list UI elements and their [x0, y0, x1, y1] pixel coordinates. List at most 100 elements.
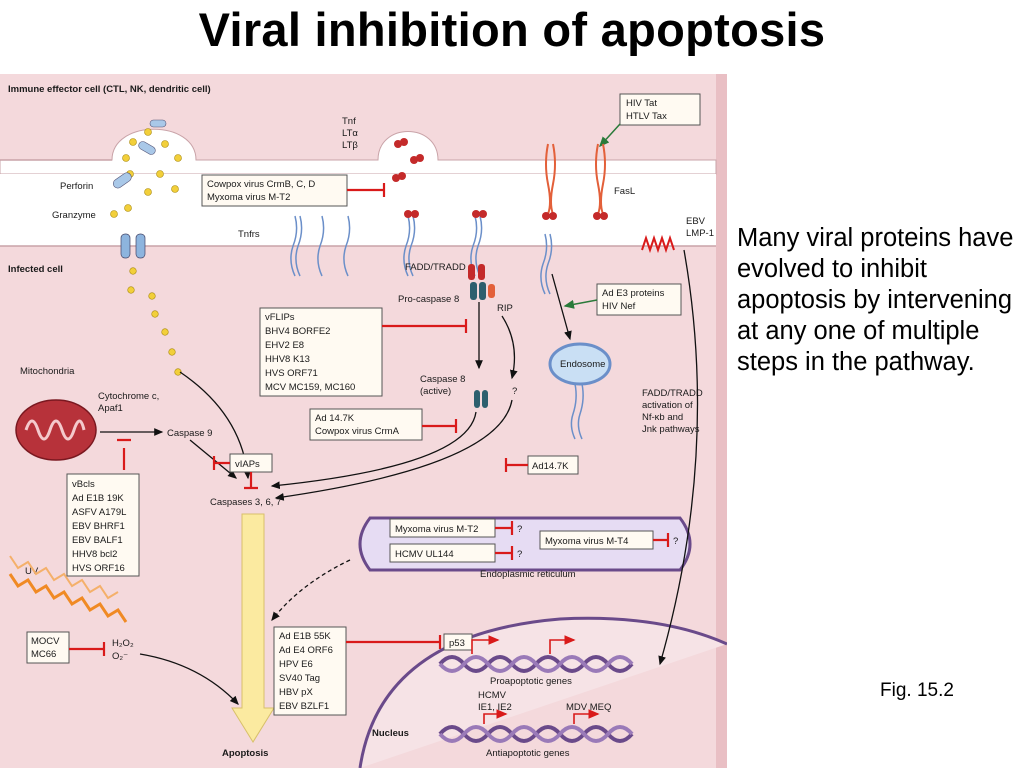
mitochondria-icon	[15, 399, 97, 461]
fadd-activation-line-4: Jnk pathways	[642, 424, 700, 435]
description-text: Many viral proteins have evolved to inhi…	[737, 224, 1014, 376]
mt4-inhibition-line	[653, 533, 670, 547]
vbcls-box	[66, 473, 140, 577]
ie1-ie2-label: IE1, IE2	[478, 702, 512, 713]
crmb-line-2: Myxoma virus M-T2	[207, 192, 290, 203]
hiv-tat-line-1: HIV Tat	[626, 98, 657, 109]
vflips-inhibition-line	[382, 319, 468, 333]
figure-right-edge	[716, 74, 727, 768]
mt2-question: ?	[517, 524, 522, 535]
e1b55k-line-5: HBV pX	[279, 687, 313, 698]
rip-arrow	[501, 315, 518, 380]
mitochondria-label: Mitochondria	[20, 366, 75, 377]
mt2-text: Myxoma virus M-T2	[395, 524, 478, 535]
fadd-activation-line-2: activation of	[642, 400, 693, 411]
vbcls-line-4: EBV BHRF1	[72, 521, 125, 532]
vflips-line-6: MCV MC159, MC160	[265, 382, 355, 393]
viaps-inhibition-casp9	[212, 456, 230, 470]
mocv-box	[26, 631, 70, 664]
apoptosis-main-arrow	[231, 513, 275, 743]
mocv-inhibition-line	[69, 642, 106, 656]
hiv-tat-line-2: HTLV Tax	[626, 111, 667, 122]
lta-label: LTα	[342, 128, 358, 139]
caspase-9-label: Caspase 9	[167, 428, 212, 439]
antiapoptotic-dna-strand-icon	[438, 725, 634, 743]
ad-e3-line-1: Ad E3 proteins	[602, 288, 665, 299]
ltb-label: LTβ	[342, 140, 358, 151]
casp8-to-casp3-arrow	[270, 411, 477, 490]
caspase-8-label: Caspase 8	[420, 374, 465, 385]
hcmv-label: HCMV	[478, 690, 507, 701]
figure-caption: Fig. 15.2	[880, 680, 954, 701]
apaf1-label: Apaf1	[98, 403, 123, 414]
vbcls-inhibition-line	[117, 438, 131, 470]
pro-caspase-8-label: Pro-caspase 8	[398, 294, 459, 305]
fadd-tradd-label: FADD/TRADD	[405, 262, 466, 273]
mt4-question: ?	[673, 536, 678, 547]
ad-e3-arrow	[563, 299, 598, 309]
vbcls-line-6: HHV8 bcl2	[72, 549, 117, 560]
ad147k-text: Ad14.7K	[532, 461, 569, 472]
tnf-label: Tnf	[342, 116, 356, 127]
crma-line-2: Cowpox virus CrmA	[315, 426, 400, 437]
endosome-label: Endosome	[560, 359, 605, 370]
e1b55k-line-4: SV40 Tag	[279, 673, 320, 684]
vbcls-line-3: ASFV A179L	[72, 507, 126, 518]
mocv-line-1: MOCV	[31, 636, 60, 647]
crmb-line-1: Cowpox virus CrmB, C, D	[207, 179, 315, 190]
granzyme-icon	[110, 210, 118, 218]
fadd-activation-line-3: Nf-κb and	[642, 412, 683, 423]
vbcls-line-1: vBcls	[72, 479, 95, 490]
hiv-tat-box	[619, 93, 701, 126]
proapoptotic-promoter-arrow-2	[549, 635, 576, 654]
perforin-icon	[112, 172, 132, 189]
cytochrome-label: Cytochrome c,	[98, 391, 159, 402]
vflips-line-3: EHV2 E8	[265, 340, 304, 351]
crmb-inhibition-line	[347, 183, 386, 197]
death-domain-complex-icon	[468, 264, 495, 300]
crma-box	[309, 408, 423, 441]
ros-to-apoptosis-arrow	[139, 653, 239, 705]
immune-cell-label: Immune effector cell (CTL, NK, dendritic…	[8, 84, 211, 95]
uv-ray-icon	[8, 573, 128, 623]
er-label: Endoplasmic reticulum	[480, 569, 576, 580]
ul144-inhibition-line	[495, 546, 514, 560]
antiapoptotic-promoter-arrow-2	[573, 709, 600, 724]
ebv-label: EBV	[686, 216, 706, 227]
ad-e3-line-2: HIV Nef	[602, 301, 636, 312]
perforin-pore-icon	[120, 233, 146, 259]
e1b55k-line-1: Ad E1B 55K	[279, 631, 331, 642]
endosome-icon	[548, 342, 612, 440]
proapoptotic-label: Proapoptotic genes	[490, 676, 572, 687]
rip-question-mark: ?	[512, 386, 517, 397]
caspase-8-icon	[474, 390, 488, 408]
ul144-text: HCMV UL144	[395, 549, 454, 560]
vflips-box	[259, 307, 383, 397]
uv-ray-icon-2	[9, 555, 119, 600]
vflips-line-5: HVS ORF71	[265, 368, 318, 379]
granzyme-label: Granzyme	[52, 210, 96, 221]
infected-cell-label: Infected cell	[8, 264, 63, 275]
rip-to-casp3-arrow	[274, 399, 513, 501]
fasl-icon	[542, 143, 608, 220]
ad-e3-box	[596, 283, 682, 316]
vflips-line-2: BHV4 BORFE2	[265, 326, 330, 337]
mocv-line-2: MC66	[31, 649, 56, 660]
lmp1-to-nucleus-arrow	[658, 249, 699, 666]
tnfr-receptor-icons	[290, 210, 553, 295]
antiapoptotic-promoter-arrow	[483, 709, 508, 724]
perforin-label: Perforin	[60, 181, 93, 192]
granules-icon	[122, 119, 182, 212]
mt4-text: Myxoma virus M-T4	[545, 536, 628, 547]
fasl-label: FasL	[614, 186, 635, 197]
granzyme-entry-icon	[127, 267, 182, 376]
mdv-meq-label: MDV MEQ	[566, 702, 611, 713]
uv-label: UV	[25, 566, 39, 577]
viaps-inhibition-casp3	[244, 472, 258, 490]
ul144-question: ?	[517, 549, 522, 560]
antiapoptotic-label: Antiapoptotic genes	[486, 748, 570, 759]
o2-label: O₂⁻	[112, 651, 128, 662]
lmp1-icon	[641, 234, 675, 254]
tnf-ligand-icon	[392, 138, 424, 182]
proapoptotic-dna-strand-icon	[438, 655, 634, 673]
